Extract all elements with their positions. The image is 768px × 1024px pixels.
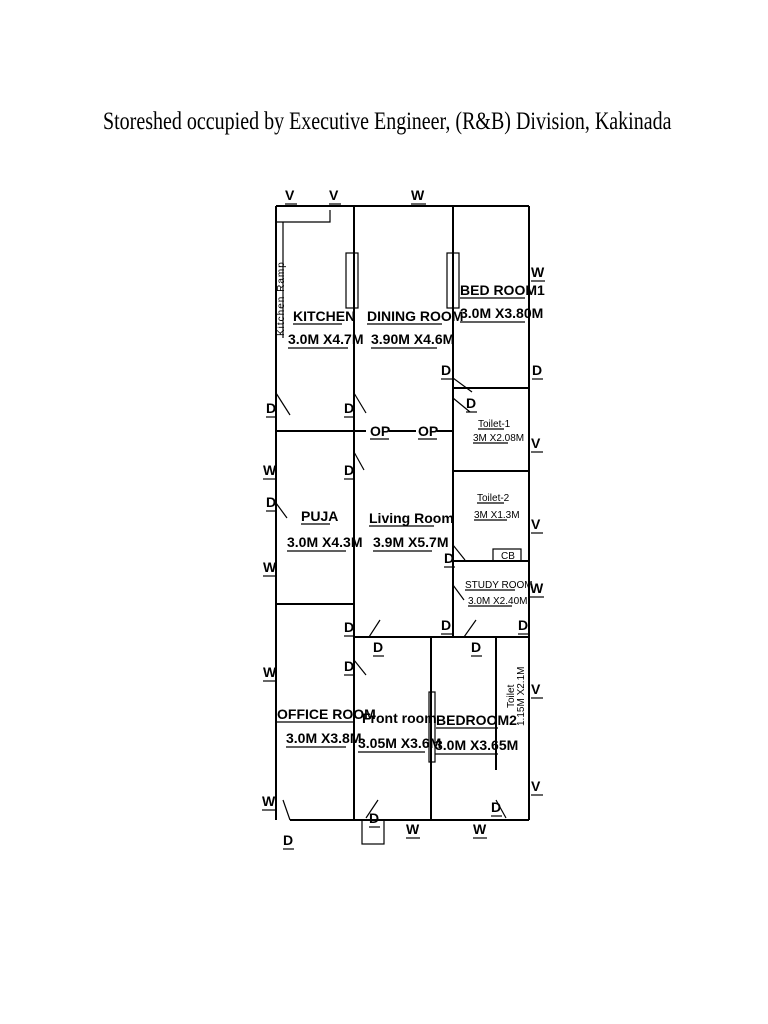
door-marker: D <box>369 810 379 826</box>
entrance-step <box>361 819 385 845</box>
room-kitchen: KITCHEN 3.0M X4.7M <box>288 308 363 349</box>
room-toilet3: Toilet 1.15M X2.1M <box>506 667 527 726</box>
door-marker: D <box>344 619 354 635</box>
room-name: STUDY ROOM <box>465 580 533 591</box>
interior-walls <box>276 206 529 820</box>
window-marker: W <box>531 264 545 280</box>
room-name: KITCHEN <box>293 308 355 324</box>
door-marker: D <box>344 658 354 674</box>
door-swings <box>275 377 507 821</box>
room-name: PUJA <box>301 508 338 524</box>
door-marker: D <box>532 362 542 378</box>
window-marker: W <box>263 664 277 680</box>
door-marker: D <box>266 400 276 416</box>
ventilator-marker: V <box>531 681 541 697</box>
door-marker: D <box>471 639 481 655</box>
opening-label: OP <box>370 423 390 439</box>
opening-label: OP <box>418 423 438 439</box>
door-marker: D <box>283 832 293 848</box>
room-name: BED ROOM1 <box>460 282 545 298</box>
door-marker: D <box>266 494 276 510</box>
door-marker: D <box>344 462 354 478</box>
room-size: 3M X1.3M <box>474 510 520 521</box>
room-name: Front room <box>362 710 437 726</box>
room-size: 3.0M X3.80M <box>460 305 543 321</box>
room-size: 3.0M X4.7M <box>288 331 363 347</box>
door-marker: D <box>441 362 451 378</box>
window-marker: W <box>262 793 276 809</box>
bedroom1-cupboard <box>446 252 460 309</box>
room-dining: DINING ROOM 3.90M X4.6M <box>367 308 463 349</box>
door-marker: D <box>344 400 354 416</box>
door-marker: D <box>373 639 383 655</box>
room-size: 3.0M X2.40M <box>468 596 527 607</box>
room-name: Toilet <box>506 684 517 708</box>
markers: V V W W D D D D D V W D D V D W W D D <box>262 187 545 850</box>
ventilator-marker: V <box>531 778 541 794</box>
dining-cupboard <box>345 252 359 309</box>
window-marker: W <box>473 821 487 837</box>
room-bedroom2: BEDROOM2 3.0M X3.65M <box>435 712 518 755</box>
ventilator-marker: V <box>285 187 295 203</box>
room-size: 3.90M X4.6M <box>371 331 454 347</box>
kitchen-ramp: Kitchen Ramp <box>276 210 331 338</box>
bedroom2-cupboard <box>428 691 436 763</box>
door-marker: D <box>518 617 528 633</box>
room-name: Living Room <box>369 510 454 526</box>
room-puja: PUJA 3.0M X4.3M <box>287 508 362 552</box>
room-size: 3.0M X3.65M <box>435 737 518 753</box>
room-front: Front room 3.05M X3.6M <box>358 710 441 753</box>
room-name: DINING ROOM <box>367 308 463 324</box>
room-office: OFFICE ROOM 3.0M X3.8M <box>277 706 376 748</box>
ventilator-marker: V <box>531 516 541 532</box>
room-study: STUDY ROOM 3.0M X2.40M <box>465 580 533 607</box>
door-marker: D <box>444 550 454 566</box>
room-size: 3.0M X3.8M <box>286 730 361 746</box>
room-size: 3.05M X3.6M <box>358 735 441 751</box>
room-name: Toilet-2 <box>477 493 510 504</box>
cb-label: CB <box>501 551 515 562</box>
room-name: BEDROOM2 <box>436 712 517 728</box>
room-toilet1: Toilet-1 3M X2.08M <box>473 419 524 444</box>
plan-title: Storeshed occupied by Executive Engineer… <box>103 108 672 135</box>
ventilator-marker: V <box>329 187 339 203</box>
outer-walls <box>275 205 530 821</box>
window-marker: W <box>406 821 420 837</box>
window-marker: W <box>411 187 425 203</box>
door-marker: D <box>466 395 476 411</box>
window-marker: W <box>263 559 277 575</box>
room-bedroom1: BED ROOM1 3.0M X3.80M <box>460 282 545 323</box>
room-name: OFFICE ROOM <box>277 706 376 722</box>
window-marker: W <box>530 580 544 596</box>
room-toilet2: Toilet-2 3M X1.3M <box>474 493 520 521</box>
ventilator-marker: V <box>531 435 541 451</box>
cb-box: CB <box>492 548 522 562</box>
door-marker: D <box>491 799 501 815</box>
room-size: 3.0M X4.3M <box>287 534 362 550</box>
room-size: 1.15M X2.1M <box>516 667 527 726</box>
door-marker: D <box>441 617 451 633</box>
window-marker: W <box>263 462 277 478</box>
room-size: 3M X2.08M <box>473 433 524 444</box>
room-size: 3.9M X5.7M <box>373 534 448 550</box>
openings: OP OP <box>370 423 438 440</box>
room-living: Living Room 3.9M X5.7M <box>369 510 454 552</box>
kitchen-ramp-label: Kitchen Ramp <box>276 261 287 336</box>
room-name: Toilet-1 <box>478 419 511 430</box>
